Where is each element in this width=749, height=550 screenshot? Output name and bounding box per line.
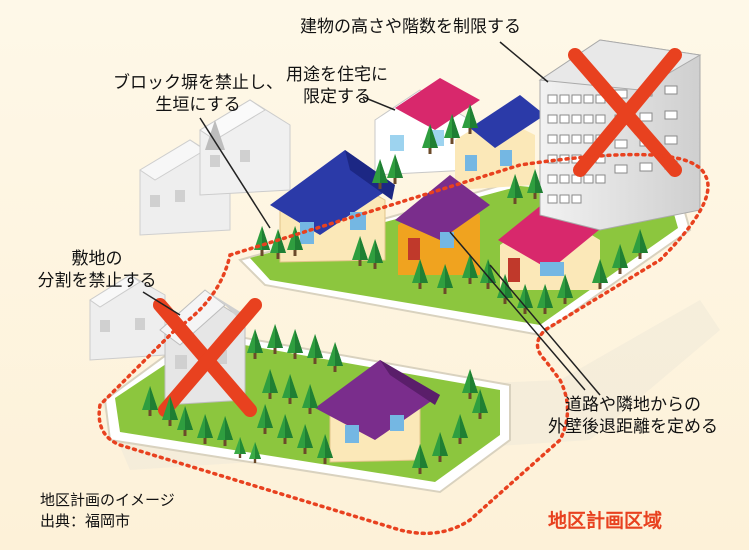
label-use-limit: 用途を住宅に 限定する bbox=[282, 64, 392, 108]
label-height-limit: 建物の高さや階数を制限する bbox=[300, 16, 521, 38]
planning-area-label: 地区計画区域 bbox=[548, 510, 663, 532]
building-icon bbox=[538, 39, 702, 231]
caption: 地区計画のイメージ 出典：福岡市 bbox=[40, 490, 175, 532]
house-white-pink-roof bbox=[374, 78, 480, 176]
grey-houses-upper-left bbox=[139, 99, 291, 236]
leader-lines bbox=[142, 41, 601, 396]
caption-source: 出典：福岡市 bbox=[40, 512, 131, 530]
label-block-wall-line2: 生垣にする bbox=[155, 95, 241, 115]
planning-area-boundary bbox=[97, 152, 710, 536]
label-height-limit-text: 建物の高さや階数を制限する bbox=[300, 17, 521, 37]
label-setback-line1: 道路や隣地からの bbox=[565, 395, 701, 415]
cross-icon bbox=[568, 48, 682, 177]
label-block-wall: ブロック塀を禁止し、 生垣にする bbox=[98, 72, 298, 116]
label-lot-split-line1: 敷地の bbox=[71, 249, 123, 269]
label-lot-split: 敷地の 分割を禁止する bbox=[12, 248, 182, 292]
caption-title: 地区計画のイメージ bbox=[40, 491, 175, 509]
label-setback-line2: 外壁後退距離を定める bbox=[548, 417, 718, 437]
label-use-limit-line1: 用途を住宅に bbox=[286, 65, 388, 85]
cross-icon bbox=[153, 298, 262, 417]
label-lot-split-line2: 分割を禁止する bbox=[37, 271, 157, 291]
label-setback: 道路や隣地からの 外壁後退距離を定める bbox=[528, 394, 738, 438]
label-block-wall-line1: ブロック塀を禁止し、 bbox=[113, 73, 283, 93]
label-use-limit-line2: 限定する bbox=[303, 87, 371, 107]
house-small-blue-roof bbox=[455, 95, 545, 190]
grey-house-lower-left bbox=[89, 274, 166, 361]
house-orange-purple-roof bbox=[395, 175, 490, 275]
